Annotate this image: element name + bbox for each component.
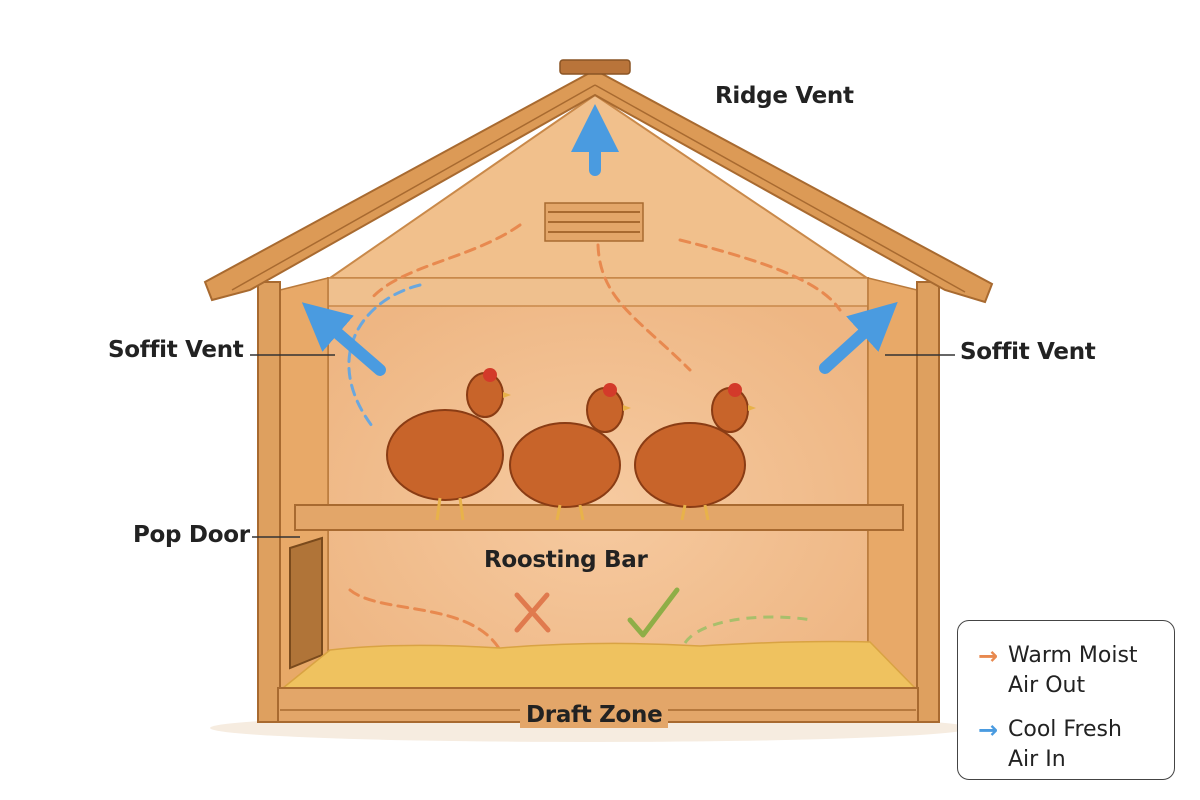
warm-air-paths bbox=[348, 223, 842, 652]
chicken-1 bbox=[386, 368, 511, 521]
x-mark-icon bbox=[514, 592, 551, 633]
draft-zone-label: Draft Zone bbox=[520, 702, 669, 728]
soffit-right-arrow-icon bbox=[819, 301, 898, 374]
cool-air-arrows bbox=[301, 104, 898, 376]
roosting-bar-label: Roosting Bar bbox=[484, 547, 648, 573]
left-outer-wall bbox=[257, 281, 281, 723]
roof bbox=[203, 68, 994, 304]
ridge-vent-label: Ridge Vent bbox=[715, 83, 854, 109]
draft-path-good bbox=[683, 615, 813, 644]
right-inner-wall bbox=[867, 277, 918, 691]
legend-label: Cool Fresh Air In bbox=[1008, 717, 1122, 772]
cool-air-paths bbox=[347, 283, 422, 432]
soffit-vent-right-label: Soffit Vent bbox=[960, 339, 1096, 365]
soffit-left-arrow-icon bbox=[301, 302, 386, 376]
ridge-cap bbox=[559, 59, 631, 75]
gable-vent-grille bbox=[544, 202, 644, 242]
legend: → Warm Moist Air Out → Cool Fresh Air In bbox=[957, 620, 1175, 780]
check-mark-icon bbox=[627, 587, 680, 638]
pop-door bbox=[289, 536, 323, 670]
legend-item-warm: → Warm Moist Air Out bbox=[978, 641, 1158, 701]
leader-lines bbox=[250, 354, 955, 538]
arrow-right-icon: → bbox=[978, 642, 999, 670]
chicken-2 bbox=[509, 383, 631, 521]
legend-label: Warm Moist Air Out bbox=[1008, 643, 1138, 698]
pop-door-label: Pop Door bbox=[133, 522, 250, 548]
legend-item-cool: → Cool Fresh Air In bbox=[978, 715, 1158, 775]
roosting-bar bbox=[294, 504, 904, 531]
chicken-3 bbox=[634, 383, 756, 521]
arrow-right-icon: → bbox=[978, 716, 999, 744]
litter-bedding bbox=[280, 640, 917, 689]
soffit-vent-left-label: Soffit Vent bbox=[108, 337, 244, 363]
top-beam bbox=[327, 277, 869, 307]
right-outer-wall bbox=[916, 281, 940, 723]
